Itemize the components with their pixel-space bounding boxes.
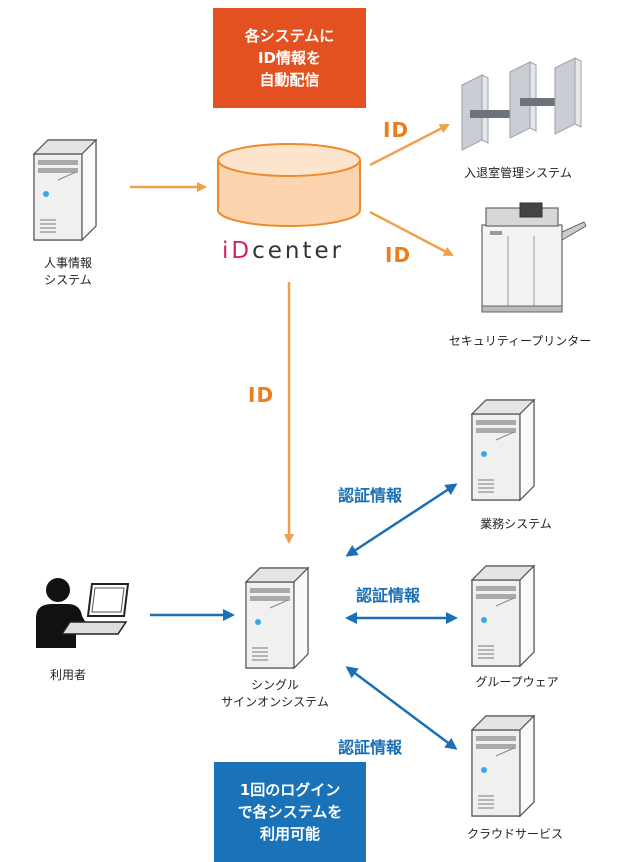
auth-label-business: 認証情報 bbox=[338, 486, 403, 505]
idcenter-prefix: iD bbox=[222, 238, 253, 264]
callout-line: ID情報を bbox=[257, 49, 322, 67]
callout-line: で各システムを bbox=[237, 803, 343, 821]
user-icon bbox=[36, 578, 130, 648]
hr-system-label: 人事情報 システム bbox=[28, 255, 108, 289]
callout-line: 1回のログイン bbox=[239, 781, 341, 799]
sso-server-icon bbox=[245, 567, 309, 669]
arrow-idcenter-to-printer bbox=[369, 210, 454, 257]
arrow-sso-business bbox=[345, 483, 458, 557]
cloud-service-label: クラウドサービス bbox=[466, 827, 563, 841]
business-system-label: 業務システム bbox=[480, 517, 552, 531]
user-label: 利用者 bbox=[49, 668, 86, 682]
entry-system-label: 入退室管理システム bbox=[464, 166, 572, 180]
printer-icon bbox=[481, 202, 587, 313]
hr-server-icon bbox=[33, 139, 97, 241]
hr-system-line2: システム bbox=[44, 273, 92, 287]
sso-line1: シングル bbox=[250, 678, 299, 692]
groupware-label: グループウェア bbox=[475, 675, 559, 689]
security-gate-icon bbox=[461, 57, 582, 151]
cloud-server-icon bbox=[471, 715, 535, 817]
id-label-entry: ID bbox=[383, 118, 410, 142]
groupware-server-icon bbox=[471, 565, 535, 667]
auto-distribution-callout: 各システムに ID情報を 自動配信 bbox=[213, 8, 366, 108]
sso-label: シングル サインオンシステム bbox=[205, 677, 345, 711]
idcenter-database-icon bbox=[217, 143, 361, 227]
hr-system-line1: 人事情報 bbox=[43, 256, 92, 270]
id-label-sso: ID bbox=[248, 383, 275, 407]
business-server-icon bbox=[471, 399, 535, 501]
printer-label: セキュリティープリンター bbox=[448, 334, 592, 348]
idcenter-suffix: center bbox=[252, 238, 345, 264]
callout-line: 自動配信 bbox=[259, 71, 320, 89]
sso-line2: サインオンシステム bbox=[221, 695, 329, 709]
auth-label-cloud: 認証情報 bbox=[338, 738, 403, 757]
auth-label-groupware: 認証情報 bbox=[356, 586, 421, 605]
callout-line: 利用可能 bbox=[259, 825, 320, 843]
callout-line: 各システムに bbox=[244, 27, 335, 45]
single-login-callout: 1回のログイン で各システムを 利用可能 bbox=[214, 762, 366, 862]
id-label-printer: ID bbox=[385, 243, 412, 267]
arrow-sso-cloud bbox=[345, 666, 458, 750]
idcenter-label: iDcenter bbox=[222, 238, 344, 264]
arrow-idcenter-to-entry bbox=[369, 123, 450, 167]
